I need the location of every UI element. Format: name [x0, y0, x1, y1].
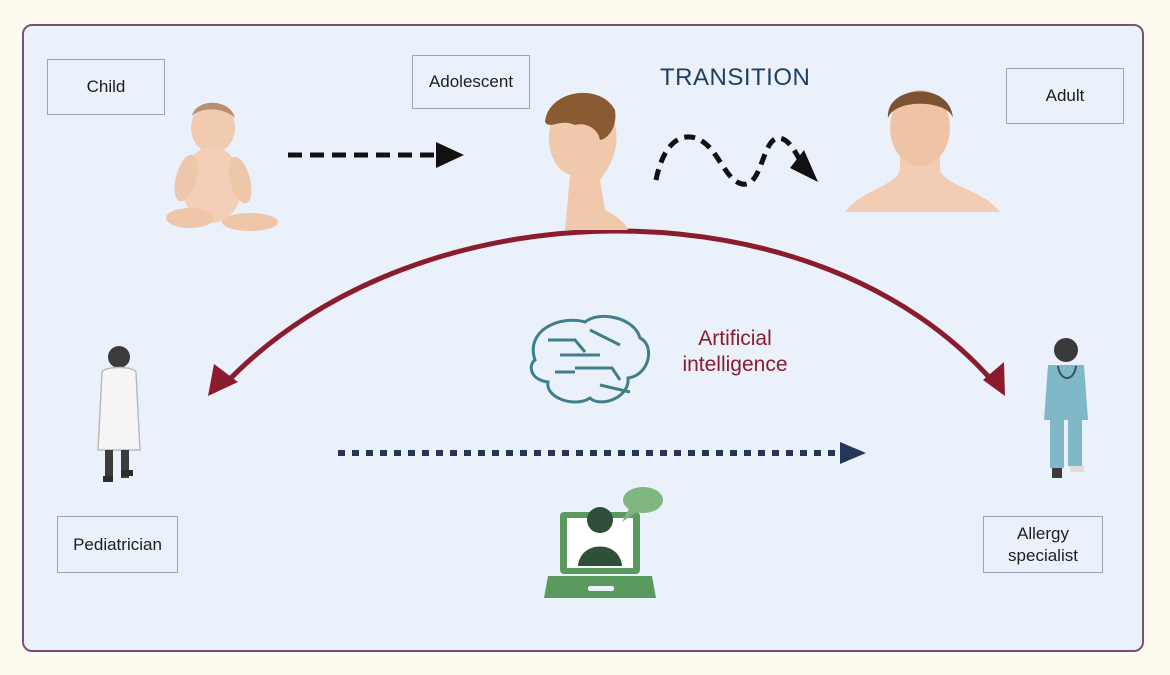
adolescent-label: Adolescent: [412, 55, 530, 109]
transition-wave-arrow: [653, 134, 818, 187]
allergy-specialist-label: Allergy specialist: [983, 516, 1103, 573]
baby-icon: [166, 102, 278, 231]
pediatrician-icon: [97, 346, 141, 482]
transition-title: TRANSITION: [660, 64, 811, 91]
ai-brain-icon: [529, 314, 650, 404]
referral-dotted-arrow: [338, 442, 866, 464]
adult-label: Adult: [1006, 68, 1124, 124]
ai-label: Artificial intelligence: [682, 327, 788, 377]
adult-bust-icon: [845, 90, 1000, 212]
telemedicine-laptop-icon: [544, 487, 663, 598]
adolescent-head-icon: [545, 92, 628, 230]
care-transition-arc: [208, 228, 1005, 396]
child-to-adolescent-arrow: [288, 142, 464, 168]
child-label: Child: [47, 59, 165, 115]
pediatrician-label: Pediatrician: [57, 516, 178, 573]
allergy-specialist-icon: [1044, 338, 1088, 478]
